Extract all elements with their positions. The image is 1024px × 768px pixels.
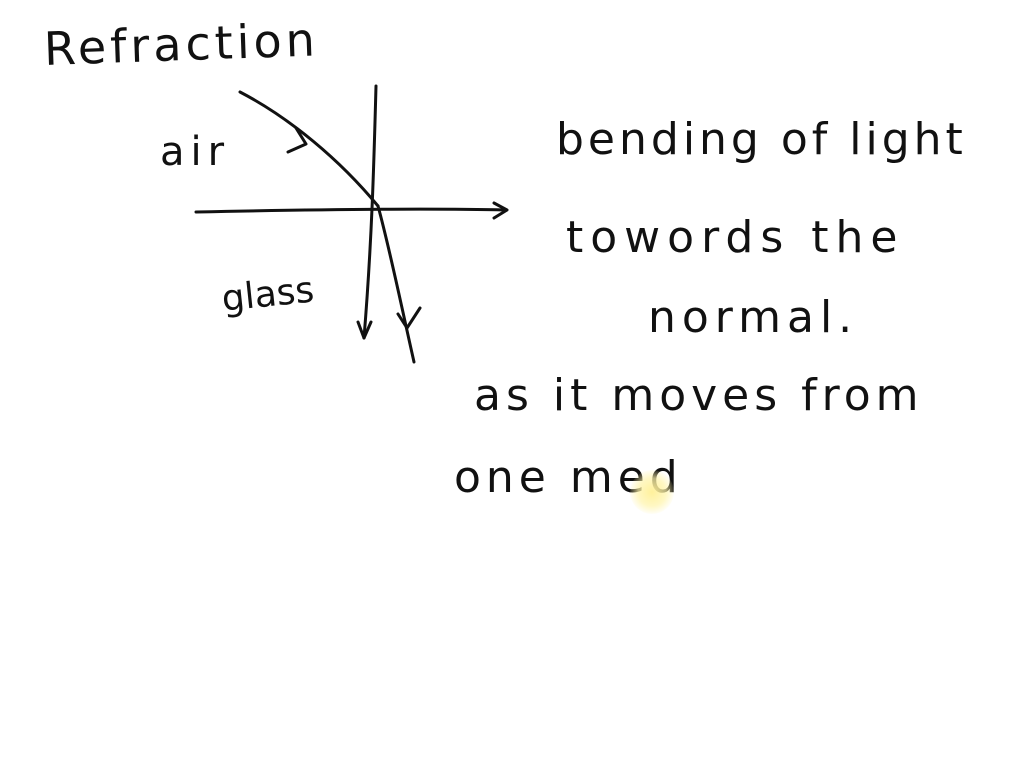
- medium-label-glass: glass: [219, 269, 317, 320]
- definition-line-3: normal.: [648, 292, 859, 343]
- incident-ray: [238, 90, 380, 208]
- normal-arrowhead: [356, 320, 373, 340]
- definition-line-4: as it moves from: [474, 370, 924, 421]
- medium-label-air: air: [160, 129, 231, 175]
- definition-line-2: towords the: [566, 212, 905, 263]
- incident-arrowhead: [286, 126, 308, 154]
- page-title: Refraction: [43, 12, 320, 76]
- normal-line: [362, 84, 378, 340]
- refracted-ray: [376, 204, 416, 364]
- interface-arrowhead: [492, 201, 509, 220]
- definition-line-1: bending of light: [556, 114, 967, 165]
- pen-cursor-icon: [630, 470, 674, 514]
- refracted-arrowhead: [396, 306, 422, 330]
- interface-line: [194, 207, 508, 214]
